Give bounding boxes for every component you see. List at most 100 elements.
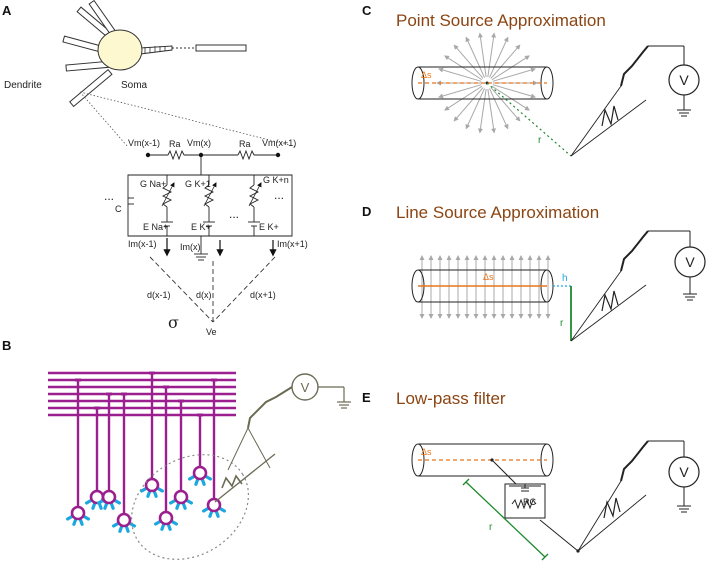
h-label: h — [562, 273, 568, 284]
granule-cell-soma — [116, 512, 132, 528]
gna-label: G Na+ — [140, 179, 166, 189]
parallel-fibers — [48, 371, 236, 417]
panel-a-letter: A — [2, 3, 12, 18]
ground-symbol — [194, 236, 208, 261]
ek2-label: E K+ — [259, 222, 279, 232]
panel-c-letter: C — [362, 3, 372, 18]
granule-cell-soma — [101, 489, 117, 505]
panel-c-title: Point Source Approximation — [396, 11, 606, 30]
panel-d-letter: D — [362, 204, 371, 219]
voltmeter-c — [668, 64, 700, 96]
gk1-variable-arrow — [203, 182, 217, 207]
gkn-variable-arrow — [248, 182, 262, 207]
distance-r-c — [486, 82, 572, 157]
soma-label: Soma — [121, 80, 148, 91]
voltmeter-b-label: V — [301, 380, 310, 395]
dendrite-label: Dendrite — [4, 80, 42, 91]
granule-cell-soma — [206, 497, 222, 513]
ellipsis-right: ... — [274, 188, 284, 202]
gkn-label: G K+n — [263, 175, 289, 185]
radial-arrow — [489, 88, 509, 130]
radial-arrow — [492, 67, 536, 82]
granule-cell-soma — [192, 465, 208, 481]
panel-c: C Point Source Approximation Δs r — [362, 3, 700, 157]
cable-cylinder-c — [411, 66, 554, 100]
radial-arrow — [444, 85, 483, 111]
d-cur-label: d(x) — [196, 290, 212, 300]
voltmeter-e-label: V — [679, 464, 689, 480]
radial-arrow — [453, 44, 484, 79]
panel-d-title: Line Source Approximation — [396, 203, 599, 222]
panel-d: D Line Source Approximation Δs h r V — [362, 203, 706, 342]
radial-arrow — [487, 32, 497, 78]
radial-arrow — [492, 84, 536, 99]
panel-a: A Dendrite Soma — [2, 0, 308, 337]
panel-e-title: Low-pass filter — [396, 389, 506, 408]
granule-cells — [66, 371, 226, 533]
vm-cur-label: Vm(x) — [187, 138, 211, 148]
panel-e-letter: E — [362, 390, 371, 405]
line-source-arrows — [419, 255, 551, 319]
vm-next-label: Vm(x+1) — [262, 138, 296, 148]
recording-volume — [130, 454, 250, 560]
node-prev — [145, 152, 151, 158]
distance-r-e — [465, 481, 546, 558]
voltmeter-d — [674, 246, 706, 278]
node-next — [275, 152, 281, 158]
radial-arrow — [444, 55, 483, 81]
ra-left-label: Ra — [169, 139, 181, 149]
vm-prev-label: Vm(x-1) — [128, 138, 160, 148]
radial-arrow — [477, 32, 487, 78]
r-label-d: r — [560, 318, 564, 329]
r-label-e: r — [489, 522, 493, 533]
cable-cylinder-e — [411, 443, 554, 477]
ve-label: Ve — [206, 327, 217, 337]
voltmeter-b — [291, 373, 319, 401]
gna-variable-arrow — [161, 182, 175, 207]
radial-arrow — [438, 84, 482, 99]
sigma-label: σ — [168, 313, 179, 332]
distance-lines — [149, 256, 276, 323]
node-cur — [198, 152, 204, 158]
radial-arrow — [477, 88, 487, 134]
ds-label-e: Δs — [421, 447, 432, 457]
ds-label-c: Δs — [421, 70, 432, 80]
neuron-axon — [139, 44, 247, 55]
electrode-b — [214, 386, 351, 503]
radial-arrow — [491, 85, 530, 111]
voltmeter-c-label: V — [679, 72, 689, 88]
radial-arrow — [491, 55, 530, 81]
radial-arrow — [487, 88, 497, 134]
voltmeter-d-label: V — [685, 254, 695, 270]
panel-b-letter: B — [2, 338, 11, 353]
r-label-c: r — [538, 135, 542, 146]
radial-arrow — [489, 36, 509, 78]
zoom-line-right — [79, 91, 298, 148]
d-next-label: d(x+1) — [250, 290, 276, 300]
granule-cell-soma — [70, 505, 86, 521]
soma-body — [97, 29, 143, 71]
granule-cell-soma — [158, 510, 174, 526]
d-prev-label: d(x-1) — [147, 290, 171, 300]
gk1-label: G K+1 — [185, 179, 211, 189]
rc-label: RC — [523, 497, 536, 507]
point-source-arrows — [436, 32, 538, 134]
ra-right-label: Ra — [239, 139, 251, 149]
im-cur-label: Im(x) — [180, 242, 201, 252]
panel-e: E Low-pass filter Δs RC r — [362, 389, 700, 561]
r-e-end-bottom — [541, 553, 549, 561]
cable-circuit — [127, 149, 293, 237]
r-e-end-top — [462, 478, 470, 486]
ellipsis-mid: ... — [229, 207, 239, 221]
voltmeter-e — [668, 456, 700, 488]
radial-arrow — [465, 36, 485, 78]
zoom-line-left — [79, 91, 129, 148]
ena-label: E Na+ — [143, 222, 168, 232]
ds-label-d: Δs — [483, 272, 494, 282]
radial-arrow — [453, 87, 484, 122]
granule-cell-soma — [144, 477, 160, 493]
electrode-e — [577, 440, 691, 552]
electrode-c — [570, 45, 691, 157]
panel-b: B V — [2, 338, 351, 560]
